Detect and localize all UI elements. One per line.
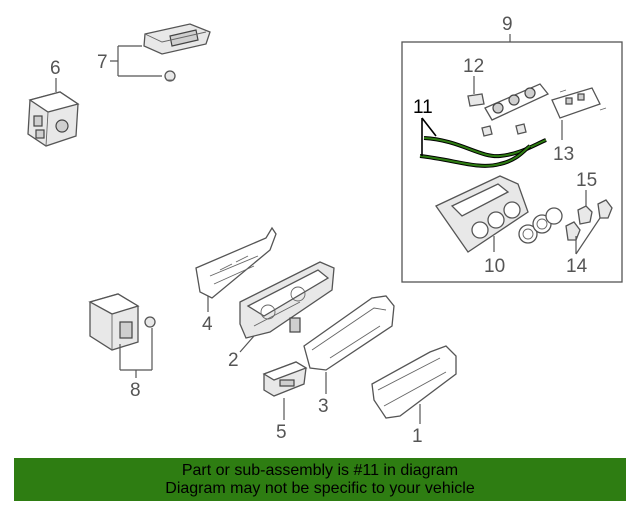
banner-line-2: Diagram may not be specific to your vehi… [165, 480, 475, 497]
part-5-switch[interactable] [262, 361, 308, 397]
part-6-switch-module[interactable] [27, 91, 80, 147]
callout-8: 8 [130, 380, 141, 401]
part-8-relay-module[interactable] [88, 293, 140, 351]
banner-line-1: Part or sub-assembly is #11 in diagram [181, 462, 459, 479]
callout-13: 13 [553, 144, 574, 165]
callout-2: 2 [228, 350, 239, 371]
callout-6: 6 [50, 58, 61, 79]
callout-10: 10 [484, 256, 505, 277]
callout-7: 7 [97, 52, 108, 73]
leader-2 [239, 335, 255, 353]
part-2-instrument-cluster[interactable] [239, 261, 335, 339]
leader-7 [110, 45, 162, 77]
parts-diagram: 6 7 9 12 13 11 [27, 14, 623, 447]
part-11-control-cable[interactable] [419, 136, 547, 168]
leader-8 [119, 328, 153, 378]
callout-4: 4 [202, 314, 213, 335]
leader-14 [575, 217, 601, 255]
callout-9: 9 [502, 14, 513, 35]
part-7-clip[interactable] [164, 70, 176, 82]
part-1-cluster-hood[interactable] [371, 345, 457, 419]
callout-12: 12 [463, 56, 484, 77]
leader-11 [421, 117, 437, 156]
part-12-control-panel[interactable] [467, 83, 575, 137]
part-13-switch-panel[interactable] [551, 87, 607, 119]
part-3-cluster-lens[interactable] [303, 295, 395, 371]
callout-5: 5 [276, 422, 287, 443]
part-14-knobs[interactable] [565, 199, 613, 241]
part-10-knob-rings[interactable] [518, 207, 563, 244]
info-banner: Part or sub-assembly is #11 in diagram D… [14, 458, 626, 501]
callout-1: 1 [412, 426, 423, 447]
callout-11: 11 [413, 97, 433, 118]
part-10-center-bezel[interactable] [435, 175, 529, 253]
part-15-knob[interactable] [577, 205, 593, 225]
part-8-clip[interactable] [144, 316, 156, 328]
callout-14: 14 [566, 256, 588, 277]
callout-3: 3 [318, 396, 329, 417]
callout-15: 15 [576, 170, 597, 191]
part-7-switch-bezel[interactable] [143, 23, 211, 55]
part-4-circuit-board[interactable] [195, 226, 277, 299]
part-9-group-frame [401, 41, 623, 283]
